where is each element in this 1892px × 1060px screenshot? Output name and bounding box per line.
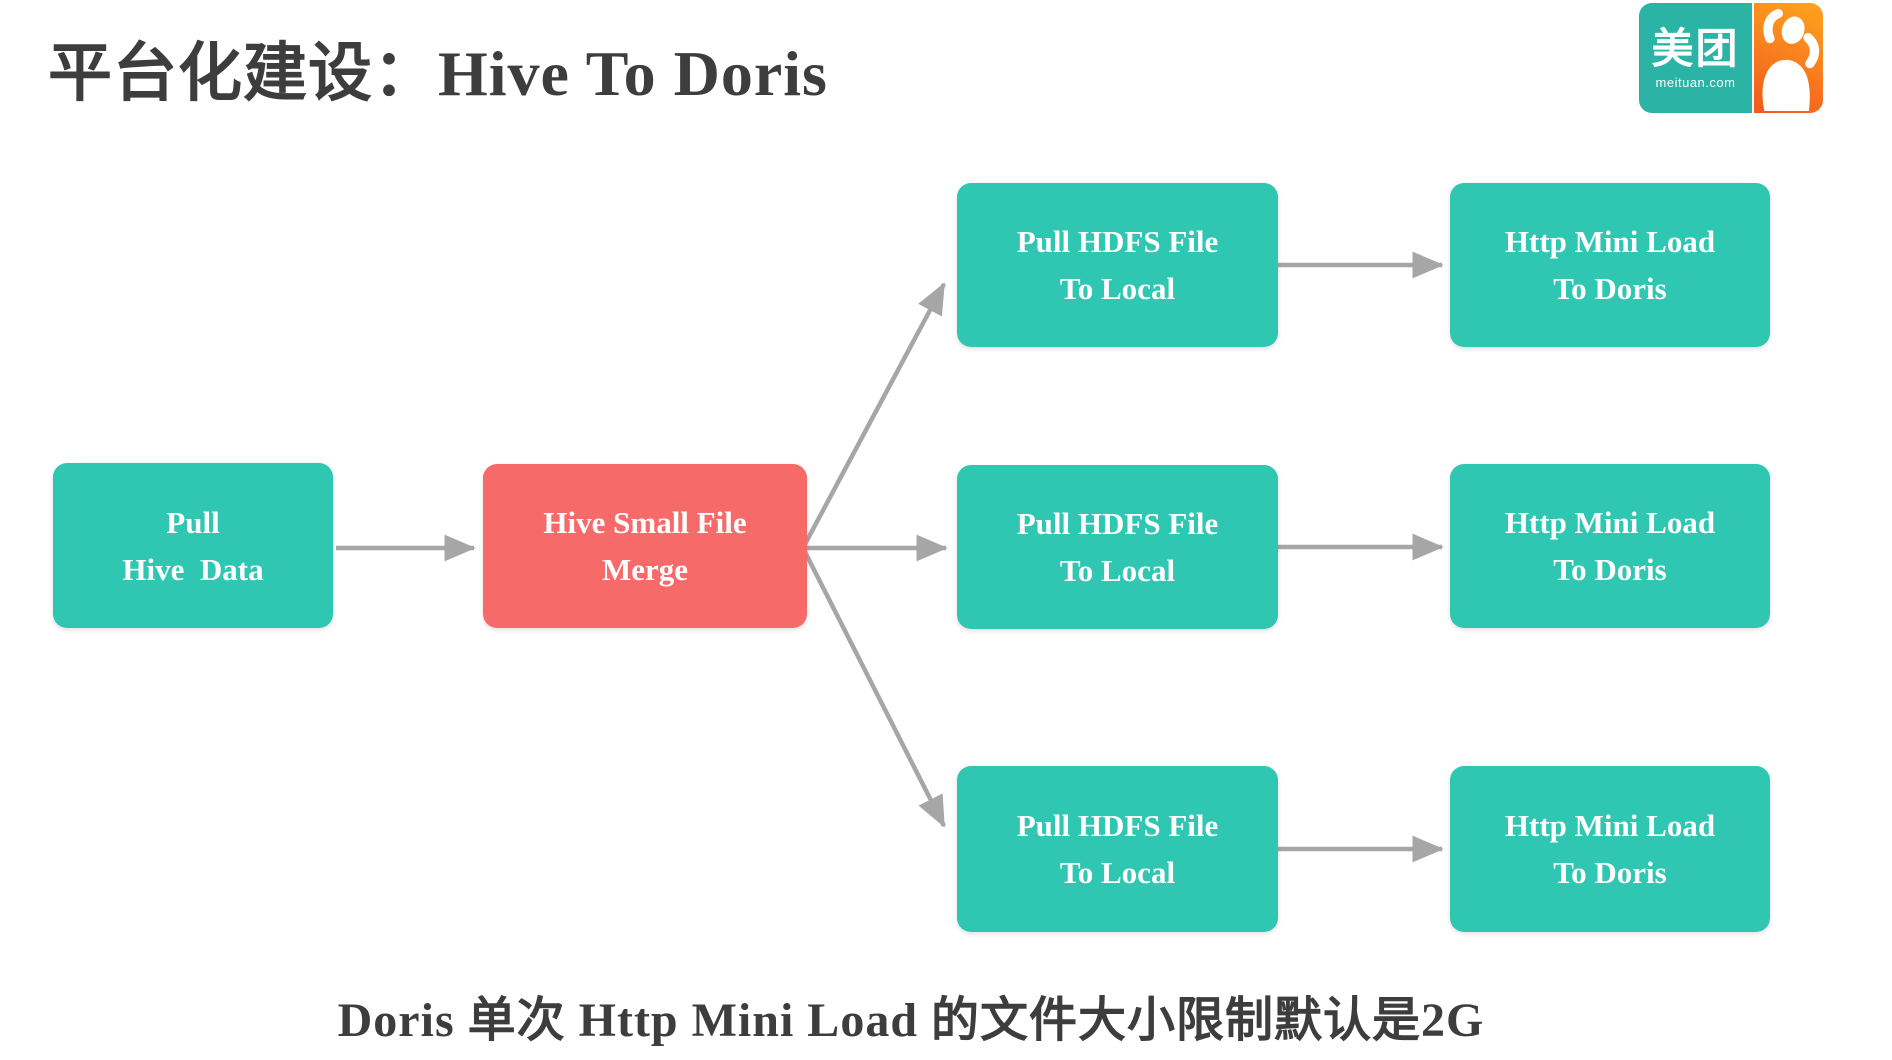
node-label-line1: Pull (166, 504, 220, 540)
flow-node-pull-hdfs-file-2: Pull HDFS File To Local (957, 465, 1278, 629)
flow-node-pull-hdfs-file-3: Pull HDFS File To Local (957, 766, 1278, 932)
page-title: 平台化建设：Hive To Doris (48, 38, 828, 109)
node-label-line2: Hive Data (122, 551, 264, 587)
meituan-logo: 美团 meituan.com (1639, 3, 1823, 113)
node-label-line2: To Local (1059, 855, 1176, 890)
node-label-line2: To Doris (1553, 552, 1667, 587)
flow-node-pull-hive-data: Pull Hive Data (53, 463, 333, 628)
node-label-line2: To Doris (1553, 855, 1667, 890)
arrow-merge-to-hdfs-3 (801, 548, 947, 828)
flow-node-hive-small-file-merge: Hive Small File Merge (483, 464, 807, 628)
node-label-line1: Hive Small File (543, 505, 747, 540)
node-label-line1: Http Mini Load (1504, 224, 1716, 259)
node-label-line1: Pull HDFS File (1016, 506, 1219, 541)
node-label-line1: Http Mini Load (1504, 808, 1716, 843)
slide-caption: Doris 单次 Http Mini Load 的文件大小限制默认是2G (337, 994, 1485, 1047)
arrow-merge-to-hdfs-1 (802, 282, 946, 548)
flow-node-http-mini-load-3: Http Mini Load To Doris (1450, 766, 1770, 932)
node-label-line1: Pull HDFS File (1016, 808, 1219, 843)
meituan-brand-text: 美团 (1651, 24, 1740, 72)
node-label-line2: To Local (1059, 271, 1176, 306)
flow-node-http-mini-load-2: Http Mini Load To Doris (1450, 464, 1770, 628)
meituan-domain-text: meituan.com (1655, 74, 1736, 90)
node-label-line1: Http Mini Load (1504, 505, 1716, 540)
dianping-logo-orange-panel (1754, 3, 1823, 113)
flow-node-pull-hdfs-file-1: Pull HDFS File To Local (957, 183, 1278, 347)
dianping-mascot-icon (1762, 8, 1820, 111)
node-label-line2: Merge (601, 552, 689, 587)
meituan-logo-teal-panel: 美团 meituan.com (1639, 3, 1754, 113)
node-label-line2: To Local (1059, 553, 1176, 588)
flow-node-http-mini-load-1: Http Mini Load To Doris (1450, 183, 1770, 347)
node-label-line1: Pull HDFS File (1016, 224, 1219, 259)
node-label-line2: To Doris (1553, 271, 1667, 306)
